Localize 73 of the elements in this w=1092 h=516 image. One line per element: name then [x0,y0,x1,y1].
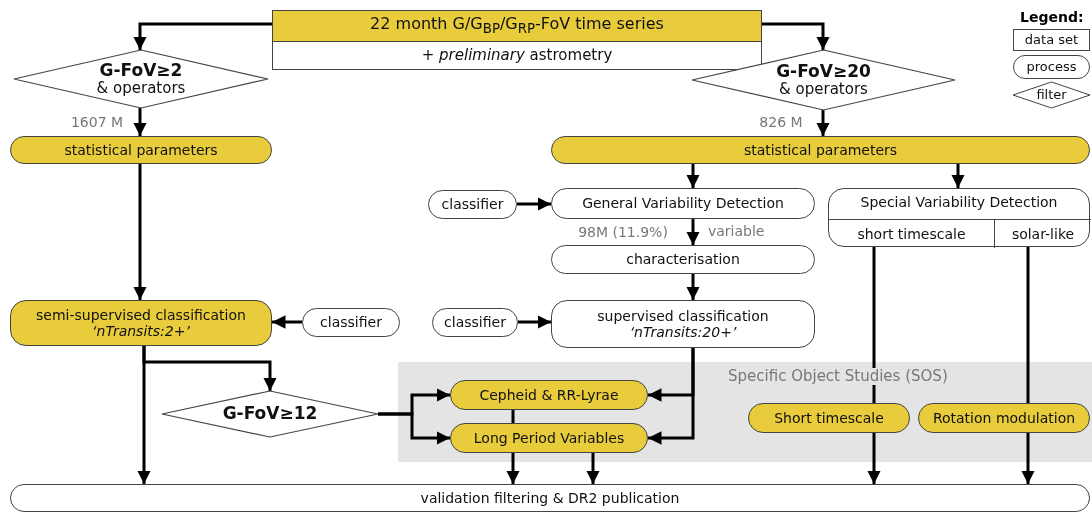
arrow [762,22,830,50]
process-pill [302,308,400,337]
arrow [686,274,700,300]
arrow [133,108,147,136]
arrow [518,315,551,329]
box-label: statistical parameters [743,141,898,159]
cell-label: solar-like [1011,225,1075,243]
arrow [951,164,965,188]
dataset-title: 22 month G/G$_{BP}$/G$_{RP}$-FoV time series [273,11,761,42]
process-pill [918,403,1090,433]
box-label: characterisation [626,251,740,268]
edge-label: 98M (11.9%) [576,224,670,240]
edge-label: 826 M [757,114,805,130]
process-pill [828,188,1090,247]
cell-label: short timescale [857,225,966,243]
arrow [517,197,551,211]
flow-note: variable [708,223,765,239]
process-pill [748,403,910,433]
box-label: statistical parameters [64,141,218,159]
arrow [867,433,881,484]
arrow [1021,433,1035,484]
process-pill [551,245,815,274]
filter-condition: G-FoV≥20 [776,61,871,82]
box-label: Special Variability Detection [860,194,1058,211]
filter-diamond [14,50,268,108]
box-label: General Variability Detection [582,195,784,212]
box-label: supervised classification [597,307,769,324]
process-pill [10,484,1090,512]
box-label: Rotation modulation [932,409,1076,427]
group-band [398,362,1092,462]
filter-note: & operators [779,81,868,99]
filter-diamond [162,391,378,437]
arrow [378,412,450,445]
process-pill [10,300,272,346]
process-pill [450,380,648,410]
filter-condition: G-FoV≥2 [99,60,183,81]
arrow [648,348,695,445]
legend-label: data set [1024,32,1079,48]
filter-diamond [692,50,955,110]
legend-title: Legend: [1020,9,1084,25]
table-cell [994,219,1091,248]
process-pill [432,308,518,337]
process-pill [551,136,1090,164]
legend-label: filter [1036,87,1067,103]
group-title: Specific Object Studies (SOS) [728,368,948,386]
arrow [686,219,700,245]
box-label: ‘nTransits:20+’ [629,324,737,341]
arrow [272,315,302,329]
process-pill [10,136,272,164]
box-label: Long Period Variables [473,429,625,447]
box-label: classifier [444,314,506,331]
arrow [133,164,147,300]
arrow [506,453,520,484]
arrow [816,110,830,136]
arrow [137,346,151,484]
box-label: classifier [441,196,504,213]
arrow [686,164,700,188]
process-pill [428,190,517,219]
box-label: Cepheid & RR-Lyrae [479,386,619,404]
filter-note: & operators [96,80,186,98]
legend-label: process [1026,59,1077,75]
box-label: validation filtering & DR2 publication [420,489,680,507]
arrow [586,453,600,484]
filter-condition: G-FoV≥12 [222,404,318,424]
box-label: semi-supervised classification [36,306,246,323]
process-pill [551,188,815,219]
box-label: ‘nTransits:2+’ [92,323,190,340]
dataset-box [272,10,762,70]
box-label: Short timescale [774,409,884,427]
process-pill [551,300,815,348]
box-label: classifier [320,314,382,331]
arrow [133,22,272,50]
process-pill [450,423,648,453]
